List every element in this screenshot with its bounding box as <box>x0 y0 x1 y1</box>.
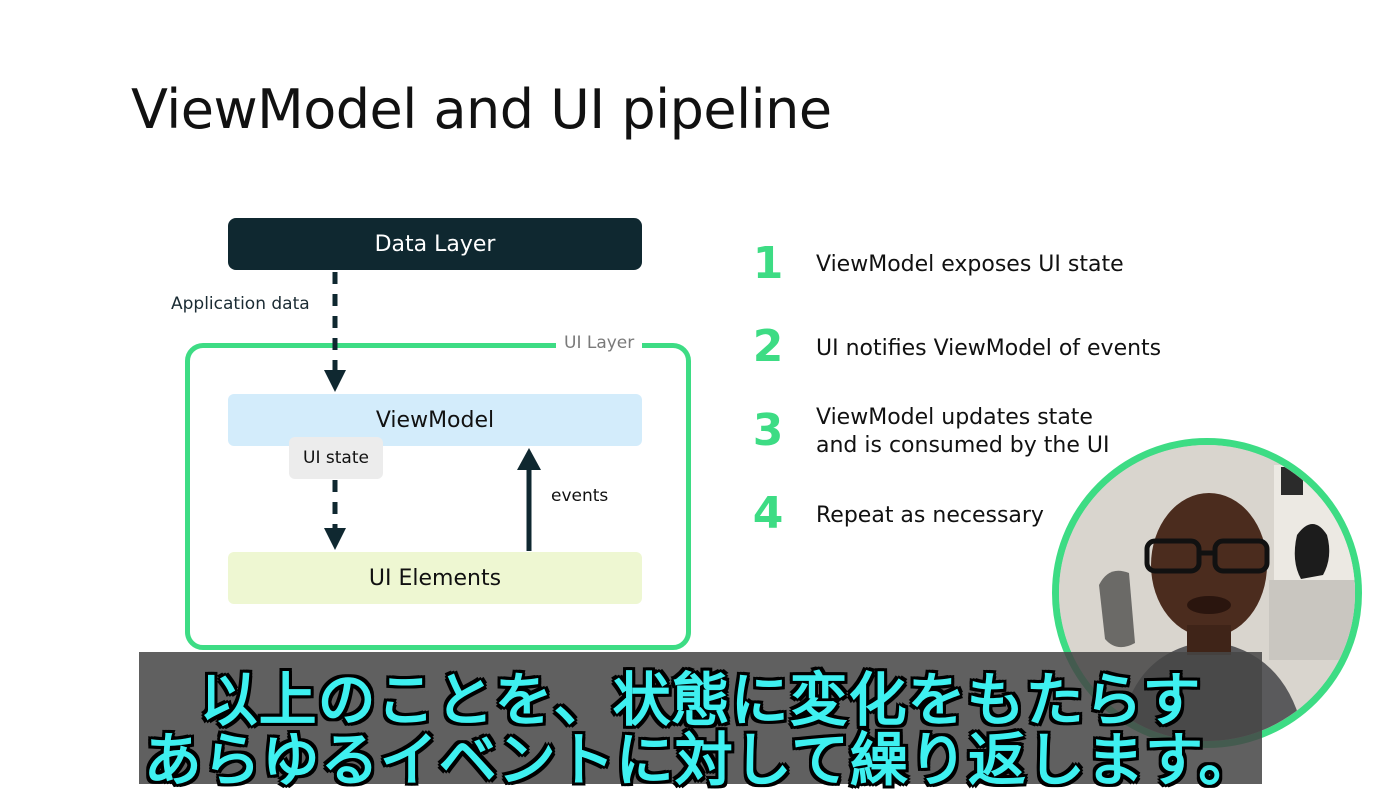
events-label: events <box>551 486 609 506</box>
step-2-number: 2 <box>752 321 784 372</box>
ui-elements-label: UI Elements <box>368 565 502 591</box>
step-4-number: 4 <box>752 488 784 539</box>
data-layer-box: Data Layer <box>228 218 642 270</box>
subtitle-line-1: 以上のことを、状態に変化をもたらす <box>199 666 1202 734</box>
ui-state-arrow-head <box>324 528 346 550</box>
events-arrow-head <box>517 448 541 470</box>
step-3-number: 3 <box>752 405 784 456</box>
application-data-label: Application data <box>171 294 310 314</box>
step-4-text: Repeat as necessary <box>816 503 1044 528</box>
ui-layer-container <box>185 343 691 650</box>
data-layer-label: Data Layer <box>374 231 496 257</box>
ui-state-chip: UI state <box>289 437 383 479</box>
ui-elements-box: UI Elements <box>228 552 642 604</box>
step-2-text: UI notifies ViewModel of events <box>816 336 1162 361</box>
step-1-number: 1 <box>752 238 784 289</box>
subtitle-band <box>139 652 1262 784</box>
viewmodel-label: ViewModel <box>375 407 495 433</box>
step-3-text-line1: ViewModel updates state <box>816 405 1093 430</box>
subtitle-line-2: あらゆるイベントに対して繰り返します。 <box>143 726 1258 794</box>
application-data-arrow-head <box>324 370 346 392</box>
ui-layer-label: UI Layer <box>556 333 643 353</box>
step-1-text: ViewModel exposes UI state <box>816 252 1124 277</box>
slide-title: ViewModel and UI pipeline <box>131 78 832 141</box>
ui-state-label: UI state <box>303 448 369 468</box>
